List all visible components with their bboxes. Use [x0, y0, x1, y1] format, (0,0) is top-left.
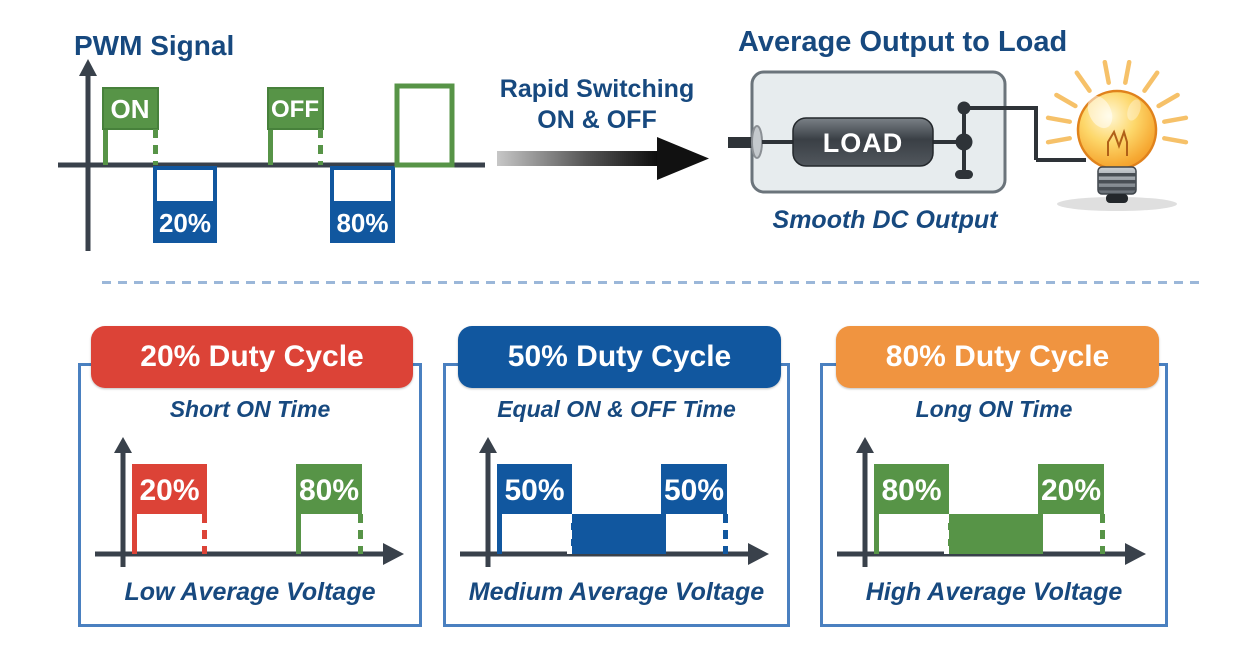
- junction-dots: [955, 101, 973, 179]
- panel-20-duty: 20% Duty Cycle Short ON Time 20% 80%: [78, 326, 422, 627]
- mini-pulse-1: 80%: [874, 464, 949, 554]
- panel-50-header: 50% Duty Cycle: [458, 326, 781, 388]
- transition-label: Rapid Switching ON & OFF: [483, 74, 711, 137]
- mini-pulse-2-label: 80%: [299, 474, 359, 507]
- pwm-title: PWM Signal: [74, 30, 235, 61]
- panel-50-duty: 50% Duty Cycle Equal ON & OFF Time 50% 5…: [443, 326, 790, 627]
- mid-average-block: [206, 514, 297, 554]
- bulb-rays: [1045, 60, 1189, 145]
- transition-arrow-icon: [497, 137, 709, 180]
- pwm-duty2-label: 80%: [336, 208, 388, 238]
- load-label: LOAD: [823, 128, 904, 158]
- panel-80-header: 80% Duty Cycle: [836, 326, 1159, 388]
- transition-line1: Rapid Switching: [499, 75, 695, 103]
- mini-pulse-2: 20%: [1038, 464, 1105, 554]
- panel-20-waveform: 20% 80%: [95, 437, 404, 567]
- bulb-base: [1097, 166, 1137, 203]
- pwm-on-label: ON: [111, 94, 150, 124]
- pwm-pulse-off: OFF: [267, 87, 324, 165]
- pwm-duty1-label: 20%: [159, 208, 211, 238]
- panel-50-subtitle: Equal ON & OFF Time: [497, 396, 736, 422]
- mini-pulse-2-label: 20%: [1041, 474, 1101, 507]
- load-capsule: LOAD: [792, 117, 934, 167]
- panel-50-waveform: 50% 50%: [460, 437, 769, 567]
- mid-average-block: [571, 514, 662, 554]
- pwm-duty-box-80: 80%: [330, 166, 395, 243]
- bulb-filament: [1107, 128, 1128, 156]
- pwm-pulse-plain: [394, 83, 455, 168]
- mini-pulse-1-label: 20%: [139, 474, 199, 507]
- mini-pulse-1: 20%: [132, 464, 207, 554]
- y-axis-arrow-icon: [79, 59, 97, 76]
- pwm-duty-box-20: 20%: [153, 166, 217, 243]
- mini-pulse-1: 50%: [497, 464, 572, 554]
- smooth-dc-caption: Smooth DC Output: [772, 206, 998, 234]
- panel-50-caption: Medium Average Voltage: [468, 578, 765, 606]
- bulb-icon: [1045, 60, 1189, 211]
- section-divider: [102, 281, 1206, 284]
- panel-80-waveform: 80% 20%: [837, 437, 1146, 567]
- transition-line2: ON & OFF: [537, 106, 657, 135]
- mini-axes: [95, 437, 404, 567]
- panel-80-subtitle: Long ON Time: [915, 396, 1073, 422]
- mini-pulse-1-label: 80%: [881, 474, 941, 507]
- panel-20-header: 20% Duty Cycle: [91, 326, 413, 388]
- mini-pulse-2-label: 50%: [664, 474, 724, 507]
- panel-20-subtitle: Short ON Time: [169, 396, 331, 422]
- mini-pulse-2: 50%: [661, 464, 728, 554]
- bulb-shadow: [1057, 197, 1177, 211]
- pwm-off-label: OFF: [271, 96, 319, 123]
- plug-icon: [728, 125, 763, 159]
- mini-pulse-2: 80%: [296, 464, 363, 554]
- mid-average-block: [948, 514, 1039, 554]
- pwm-waveform: ON 20% OFF 80%: [58, 59, 485, 251]
- panel-20-caption: Low Average Voltage: [124, 578, 376, 606]
- panel-80-caption: High Average Voltage: [865, 578, 1123, 606]
- mini-pulse-1-label: 50%: [504, 474, 564, 507]
- load-circuit: LOAD: [728, 60, 1189, 211]
- panel-80-duty: 80% Duty Cycle Long ON Time 80% 20%: [820, 326, 1168, 627]
- output-title: Average Output to Load: [738, 26, 1068, 58]
- pwm-pulse-on: ON: [102, 87, 159, 165]
